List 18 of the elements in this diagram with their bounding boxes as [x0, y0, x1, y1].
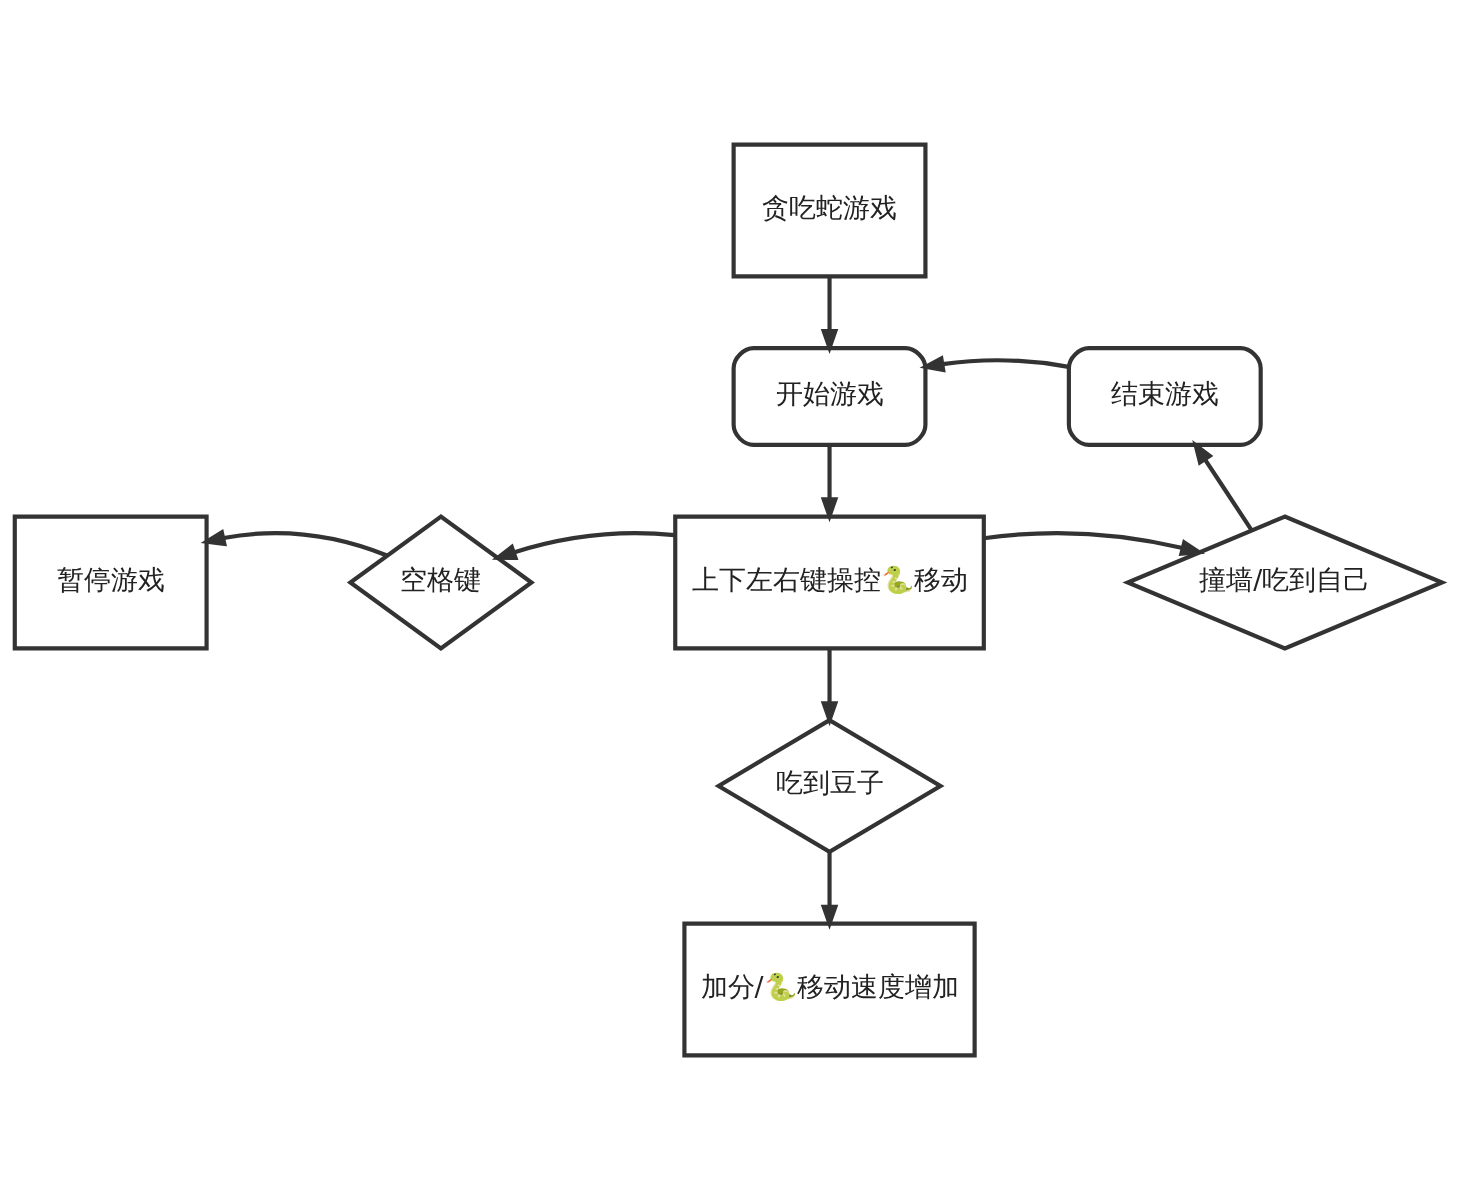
node-diamond: 撞墙/吃到自己 [1122, 513, 1448, 651]
node-box: 开始游戏 [731, 345, 928, 447]
arrow [919, 354, 1069, 372]
node-diamond: 空格键 [346, 513, 535, 651]
arrow [491, 530, 675, 560]
node-box: 暂停游戏 [12, 514, 209, 650]
arrow [983, 530, 1206, 556]
arrow [820, 648, 839, 726]
arrow [820, 276, 839, 354]
node-box: 加分/🐍移动速度增加 [682, 921, 977, 1057]
node-box: 结束游戏 [1066, 345, 1263, 447]
arrow [820, 444, 839, 522]
arrow [820, 851, 839, 930]
node-diamond: 吃到豆子 [714, 717, 945, 854]
node-box: 贪吃蛇游戏 [731, 142, 928, 278]
arrow [1192, 439, 1254, 531]
arrow [200, 528, 388, 557]
node-box: 上下左右键操控🐍移动 [673, 514, 986, 650]
